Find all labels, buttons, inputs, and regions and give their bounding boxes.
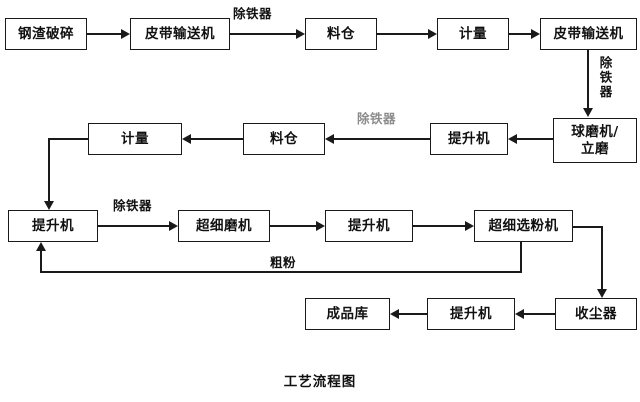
arrowhead-weigher2-to-elevator2 xyxy=(44,201,54,210)
arrowhead-coarse-return-to-elevator2 xyxy=(36,242,46,251)
arrowhead-elevator3-to-separator xyxy=(465,221,474,231)
diagram-caption: 工艺流程图 xyxy=(283,374,357,390)
node-belt-conveyor-1[interactable]: 皮带输送机 xyxy=(130,18,230,50)
node-belt-conveyor-2[interactable]: 皮带输送机 xyxy=(540,18,637,50)
arrowhead-belt1-to-silo1 xyxy=(296,29,305,39)
node-dust-collector[interactable]: 收尘器 xyxy=(555,298,637,330)
arrowhead-silo1-to-weigher1 xyxy=(428,29,437,39)
edge-label-deironer-row3: 除铁器 xyxy=(113,198,153,213)
arrowhead-elevator4-to-warehouse xyxy=(390,309,399,319)
node-elevator-1[interactable]: 提升机 xyxy=(430,123,508,155)
arrowhead-elevator2-to-mill xyxy=(169,221,178,231)
arrowhead-belt2-to-ballmill xyxy=(583,108,593,117)
edge-separator-coarse-down xyxy=(520,242,522,272)
arrowhead-mill-to-elevator3 xyxy=(316,221,325,231)
arrowhead-silo2-to-weigher2 xyxy=(182,134,191,144)
arrowhead-weigher1-to-belt2 xyxy=(531,29,540,39)
edge-mill-to-elevator3 xyxy=(270,225,316,227)
node-weigher-1[interactable]: 计量 xyxy=(437,18,509,50)
edge-silo2-to-weigher2 xyxy=(191,138,243,140)
arrowhead-ballmill-to-elevator1 xyxy=(508,134,517,144)
node-elevator-4[interactable]: 提升机 xyxy=(427,298,515,330)
arrowhead-separator-to-dustcollector xyxy=(597,289,607,298)
edge-coarse-return-horizontal xyxy=(40,271,522,273)
edge-weigher2-left-stub xyxy=(48,138,89,140)
edge-separator-to-dustcollector xyxy=(601,226,603,291)
edge-separator-right-stub xyxy=(573,226,603,228)
edge-elevator2-to-mill xyxy=(98,225,169,227)
edge-label-deironer-row1: 除铁器 xyxy=(233,6,273,21)
node-weigher-2[interactable]: 计量 xyxy=(88,123,182,155)
edge-dustcollector-to-elevator4 xyxy=(524,313,555,315)
edge-elevator3-to-separator xyxy=(413,225,465,227)
edge-label-coarse-powder: 粗粉 xyxy=(270,255,297,270)
edge-elevator1-to-silo2 xyxy=(334,138,430,140)
node-elevator-3[interactable]: 提升机 xyxy=(325,210,413,242)
edge-belt1-to-silo1 xyxy=(230,33,296,35)
edge-label-deironer-vertical: 除铁器 xyxy=(597,56,613,100)
node-product-warehouse[interactable]: 成品库 xyxy=(305,298,390,330)
edge-label-deironer-row2: 除铁器 xyxy=(357,111,397,126)
node-slag-crusher[interactable]: 钢渣破碎 xyxy=(5,18,87,50)
edge-coarse-return-up xyxy=(40,250,42,272)
edge-elevator4-to-warehouse xyxy=(399,313,427,315)
node-ultrafine-mill[interactable]: 超细磨机 xyxy=(178,210,270,242)
node-silo-2[interactable]: 料仓 xyxy=(243,123,325,155)
edge-crusher-to-belt1 xyxy=(87,33,121,35)
node-ultrafine-separator[interactable]: 超细选粉机 xyxy=(474,210,573,242)
edge-belt2-to-ballmill xyxy=(587,50,589,110)
arrowhead-crusher-to-belt1 xyxy=(121,29,130,39)
edge-weigher1-to-belt2 xyxy=(509,33,531,35)
node-silo-1[interactable]: 料仓 xyxy=(305,18,377,50)
edge-weigher2-down-to-elevator2 xyxy=(48,138,50,203)
edge-silo1-to-weigher1 xyxy=(377,33,428,35)
node-ball-mill[interactable]: 球磨机/ 立磨 xyxy=(553,118,637,163)
arrowhead-dustcollector-to-elevator4 xyxy=(515,309,524,319)
edge-ballmill-to-elevator1 xyxy=(517,138,553,140)
node-elevator-2[interactable]: 提升机 xyxy=(8,210,98,242)
arrowhead-elevator1-to-silo2 xyxy=(325,134,334,144)
